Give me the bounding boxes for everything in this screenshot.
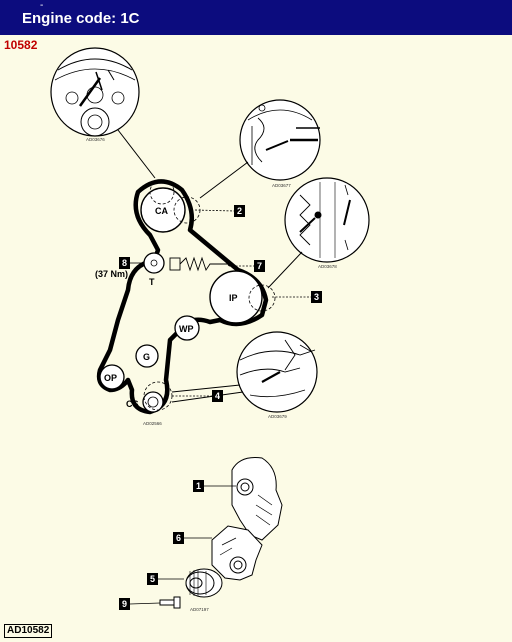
detail-camshaft-mark: [50, 47, 140, 137]
water-pump-label: WP: [179, 324, 194, 334]
svg-text:4: 4: [215, 391, 220, 401]
callout-2: 2: [194, 205, 245, 217]
guide-pulley: G: [135, 344, 159, 368]
tensioner-label: T: [149, 277, 155, 287]
detail-crankshaft-mark: [236, 331, 318, 413]
svg-text:1: 1: [196, 481, 201, 491]
callout-1: 1: [193, 480, 236, 492]
svg-text:8: 8: [122, 258, 127, 268]
oil-pump-label: OP: [104, 373, 117, 383]
oil-pump-pulley: OP: [99, 364, 125, 390]
guide-label: G: [143, 352, 150, 362]
crankshaft-label: CS: [126, 399, 139, 409]
svg-text:9: 9: [122, 599, 127, 609]
detail-ref-6: AD07197: [190, 607, 209, 612]
svg-text:7: 7: [257, 261, 262, 271]
injection-pump-label: IP: [229, 293, 238, 303]
camshaft-mark-zone: [149, 179, 175, 205]
crankshaft-pulley: CS: [126, 391, 164, 413]
detail-ref-1: AD03676: [86, 137, 105, 142]
pulley-bolt: [159, 596, 181, 609]
pump-mark-zone: [248, 284, 276, 312]
upper-timing-cover: [231, 457, 283, 541]
footer-image-code: AD10582: [4, 624, 53, 638]
water-pump-pulley: WP: [174, 315, 200, 341]
callout-8: 8 (37 Nm): [95, 257, 144, 279]
callout-3: 3: [272, 291, 322, 303]
tensioner-spring: [169, 256, 233, 272]
camshaft-label: CA: [155, 206, 168, 216]
title-mark: -: [40, 0, 44, 11]
detail-pump-timing: [284, 177, 370, 263]
title-bar: - Engine code: 1C: [0, 0, 512, 35]
detail-ref-3: AD03678: [318, 264, 337, 269]
callout-6: 6: [173, 532, 212, 544]
callout-5: 5: [147, 573, 184, 585]
detail-leader-lines: [117, 129, 303, 403]
page-title: Engine code: 1C: [22, 10, 140, 27]
callout-7: 7: [232, 260, 265, 272]
callout-9: 9: [119, 598, 161, 610]
detail-camshaft-timing: [239, 99, 321, 181]
svg-text:2: 2: [237, 206, 242, 216]
detail-ref-4: AD02566: [143, 421, 162, 426]
lower-timing-cover: [211, 525, 263, 581]
torque-note: (37 Nm): [95, 269, 128, 279]
callout-4: 4: [172, 390, 223, 402]
detail-ref-2: AD03677: [272, 183, 291, 188]
injection-pump-pulley: IP: [209, 270, 263, 324]
svg-text:6: 6: [176, 533, 181, 543]
crankshaft-damper-pulley: [185, 568, 223, 598]
camshaft-pulley: CA: [140, 187, 186, 233]
tensioner-pulley: T: [143, 252, 165, 287]
document-number: 10582: [4, 38, 38, 52]
detail-ref-5: AD03679: [268, 414, 287, 419]
svg-text:3: 3: [314, 292, 319, 302]
svg-text:5: 5: [150, 574, 155, 584]
